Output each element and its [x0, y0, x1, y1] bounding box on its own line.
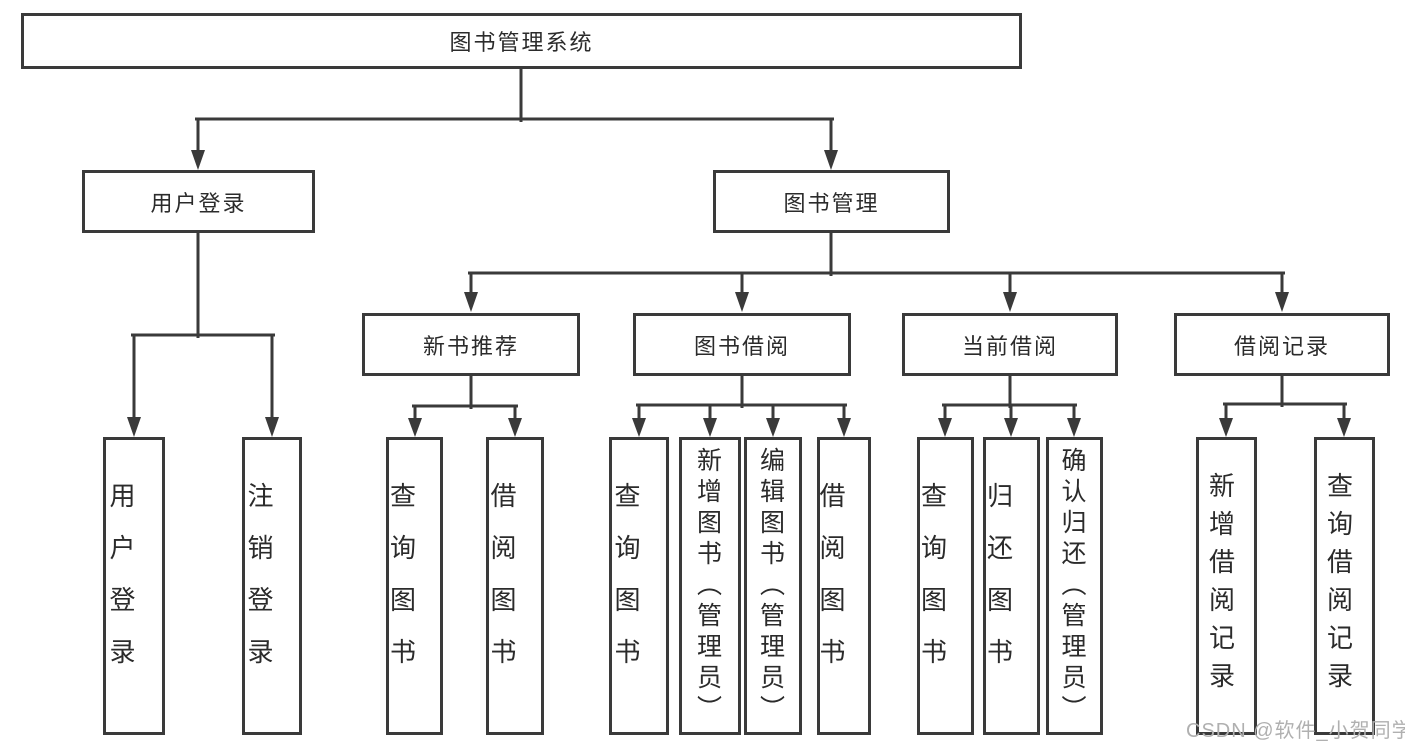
- node-label: 编辑图书（管理员）: [756, 446, 785, 726]
- arrowhead-down-icon: [703, 418, 717, 437]
- arrowhead-down-icon: [1004, 418, 1018, 437]
- leaf-borrow-books: 借阅图书: [816, 437, 871, 735]
- arrowhead-down-icon: [1219, 418, 1233, 437]
- node-book-management: 图书管理: [713, 170, 950, 233]
- leaf-add-books-admin: 新增图书（管理员）: [679, 437, 741, 735]
- node-user-login: 用户登录: [82, 170, 315, 233]
- node-label: 新增图书（管理员）: [693, 446, 722, 726]
- leaf-user-login: 用户登录: [103, 437, 165, 735]
- arrowhead-down-icon: [1337, 418, 1351, 437]
- arrowhead-down-icon: [265, 417, 279, 437]
- arrowhead-down-icon: [735, 292, 749, 312]
- leaf-return-books: 归还图书: [983, 437, 1040, 735]
- leaf-query-books-current: 查询图书: [917, 437, 974, 735]
- connector-current-borrow-to-leaves: [938, 374, 1081, 437]
- node-borrow-records: 借阅记录: [1174, 313, 1390, 376]
- leaf-query-books-borrow: 查询图书: [609, 437, 669, 735]
- node-new-book-recommend: 新书推荐: [362, 313, 580, 376]
- arrowhead-down-icon: [191, 150, 205, 170]
- arrowhead-down-icon: [1275, 292, 1289, 312]
- arrowhead-down-icon: [408, 418, 422, 437]
- node-label: 查询图书: [386, 482, 417, 690]
- arrowhead-down-icon: [508, 418, 522, 437]
- arrowhead-down-icon: [766, 418, 780, 437]
- leaf-query-borrow-record: 查询借阅记录: [1314, 437, 1375, 735]
- node-current-borrow: 当前借阅: [902, 313, 1118, 376]
- node-label: 图书管理: [783, 190, 880, 216]
- leaf-add-borrow-record: 新增借阅记录: [1196, 437, 1257, 735]
- node-library-management-system: 图书管理系统: [21, 13, 1022, 69]
- node-label: 用户登录: [150, 190, 247, 216]
- node-label: 新书推荐: [422, 333, 519, 359]
- node-label: 查询图书: [611, 482, 641, 690]
- arrowhead-down-icon: [127, 417, 141, 437]
- node-book-borrow: 图书借阅: [633, 313, 851, 376]
- arrowhead-down-icon: [1003, 292, 1017, 312]
- node-label: 用户登录: [106, 482, 136, 690]
- node-label: 确认归还（管理员）: [1058, 446, 1086, 726]
- node-label: 归还图书: [983, 482, 1014, 690]
- connector-root-to-level1: [191, 67, 838, 170]
- node-label: 借阅图书: [816, 482, 846, 690]
- connector-book-management-to-level2: [464, 231, 1289, 312]
- arrowhead-down-icon: [824, 150, 838, 170]
- leaf-borrow-books-recommend: 借阅图书: [486, 437, 544, 735]
- arrowhead-down-icon: [464, 292, 478, 312]
- connector-new-book-recommend-to-leaves: [408, 374, 522, 437]
- arrowhead-down-icon: [938, 418, 952, 437]
- node-label: 当前借阅: [961, 333, 1058, 359]
- csdn-watermark: CSDN @软件_小贺同学: [1186, 720, 1405, 742]
- arrowhead-down-icon: [632, 418, 646, 437]
- arrowhead-down-icon: [1067, 418, 1081, 437]
- node-label: 新增借阅记录: [1205, 472, 1236, 700]
- node-label: 查询图书: [917, 482, 948, 690]
- leaf-confirm-return-admin: 确认归还（管理员）: [1046, 437, 1103, 735]
- node-label: 借阅图书: [487, 482, 517, 690]
- connector-book-borrow-to-leaves: [632, 374, 851, 437]
- leaf-query-books-recommend: 查询图书: [386, 437, 443, 735]
- node-label: 注销登录: [244, 482, 274, 690]
- arrowhead-down-icon: [837, 418, 851, 437]
- leaf-edit-books-admin: 编辑图书（管理员）: [744, 437, 802, 735]
- node-label: 图书管理系统: [449, 30, 594, 55]
- leaf-logout-login: 注销登录: [242, 437, 302, 735]
- connector-borrow-records-to-leaves: [1219, 374, 1351, 437]
- node-label: 查询借阅记录: [1323, 472, 1354, 700]
- node-label: 图书借阅: [693, 333, 790, 359]
- connector-user-login-to-leaves: [127, 231, 279, 437]
- node-label: 借阅记录: [1233, 333, 1330, 359]
